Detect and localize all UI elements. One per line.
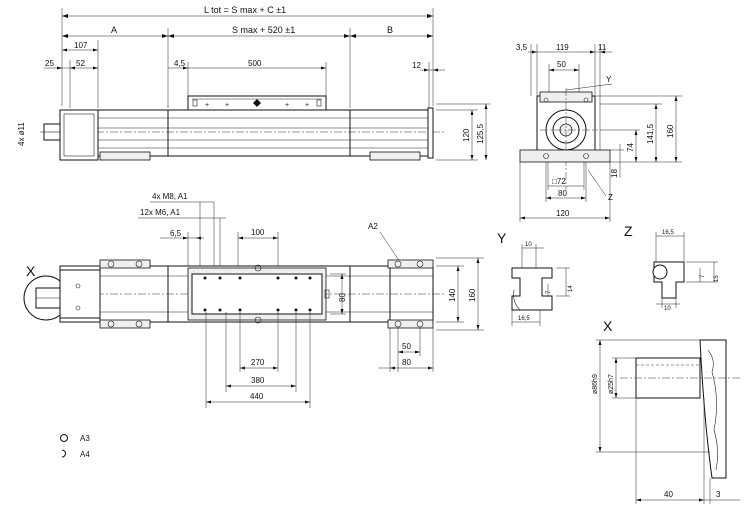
plan-label-x: X (26, 263, 36, 279)
detail-x-dim-40: 40 (664, 490, 673, 499)
dim-11: 11 (598, 43, 607, 52)
dim-125-5: 125,5 (476, 123, 485, 144)
dim-107: 107 (74, 41, 88, 50)
detail-z-dim-10: 10 (664, 306, 671, 312)
legend: A3 A4 (60, 434, 90, 459)
dim-440: 440 (250, 392, 264, 401)
dim-100: 100 (251, 228, 265, 237)
overall-length-label: L tot = S max + C ±1 (204, 5, 286, 15)
svg-text:+: + (225, 102, 229, 109)
dim-140: 140 (448, 288, 457, 302)
stroke-formula: S max + 520 ±1 (232, 25, 295, 35)
dim-square-72: □72 (552, 177, 566, 186)
dim-270: 270 (251, 358, 265, 367)
legend-a4-symbol (61, 449, 66, 458)
detail-x-dim-25h7: ø25h7 (608, 374, 615, 394)
detail-x: X ø86h9 ø25h7 40 3 (592, 318, 740, 504)
label-y: Y (606, 75, 612, 84)
dim-50-plan: 50 (402, 342, 411, 351)
dim-12: 12 (412, 61, 421, 70)
dim-119: 119 (556, 43, 569, 52)
detail-z-dim-15: 15 (714, 275, 720, 282)
dim-4-5: 4,5 (174, 59, 186, 68)
dim-380: 380 (251, 376, 265, 385)
legend-a4-label: A4 (80, 450, 90, 459)
detail-z-dim-16-5: 16,5 (662, 230, 674, 236)
dim-80-side: 80 (558, 189, 567, 198)
detail-x-dim-86h9: ø86h9 (592, 374, 599, 394)
detail-z: Z 16,5 15 7 10 (624, 223, 720, 312)
detail-y-dim-14: 14 (568, 285, 574, 292)
dim-18: 18 (610, 169, 619, 178)
front-elevation-view: L tot = S max + C ±1 A S max + 520 ±1 B … (17, 5, 490, 161)
dim-50-side: 50 (557, 60, 566, 69)
label-a2: A2 (368, 222, 378, 231)
dim-80-plan: 80 (402, 358, 411, 367)
dim-25: 25 (45, 59, 54, 68)
dim-160-side: 160 (666, 124, 675, 138)
detail-x-title: X (603, 318, 613, 334)
dim-label-a: A (111, 25, 117, 35)
detail-y-dim-10: 10 (525, 242, 532, 248)
detail-z-dim-7: 7 (700, 274, 706, 278)
svg-text:+: + (305, 102, 309, 109)
thread-12x-m6: 12x M6, A1 (140, 208, 181, 217)
legend-a3-label: A3 (80, 434, 90, 443)
detail-x-dim-3: 3 (716, 490, 721, 499)
legend-a3-symbol (60, 434, 68, 442)
svg-text:+: + (285, 102, 289, 109)
dim-120-side: 120 (556, 209, 570, 218)
dim-6-5: 6,5 (170, 229, 182, 238)
dim-3-5: 3,5 (516, 43, 528, 52)
detail-z-title: Z (624, 223, 633, 239)
dim-120-front: 120 (462, 128, 471, 142)
dim-80-inner: 80 (338, 293, 347, 302)
thread-4x-m8: 4x M8, A1 (152, 192, 188, 201)
dim-500: 500 (248, 59, 262, 68)
dim-160-plan: 160 (468, 288, 477, 302)
detail-y-dim-7: 7 (546, 290, 552, 294)
dim-label-b: B (387, 25, 393, 35)
detail-y-dim-16-5: 16,5 (518, 316, 530, 322)
end-elevation-view: 3,5 119 11 50 Y 160 141,5 (516, 43, 682, 222)
svg-text:+: + (205, 102, 209, 109)
label-z: Z (608, 193, 613, 202)
dim-74: 74 (626, 143, 635, 152)
dim-141-5: 141,5 (646, 123, 655, 144)
dim-52: 52 (76, 59, 85, 68)
plan-view: X 4x M8, A1 12x M6, A1 6,5 100 A2 (23, 192, 484, 408)
holes-4x-d11: 4x ø11 (17, 122, 26, 146)
detail-y-title: Y (497, 230, 507, 246)
detail-y: Y 10 14 7 16,5 (497, 230, 574, 326)
